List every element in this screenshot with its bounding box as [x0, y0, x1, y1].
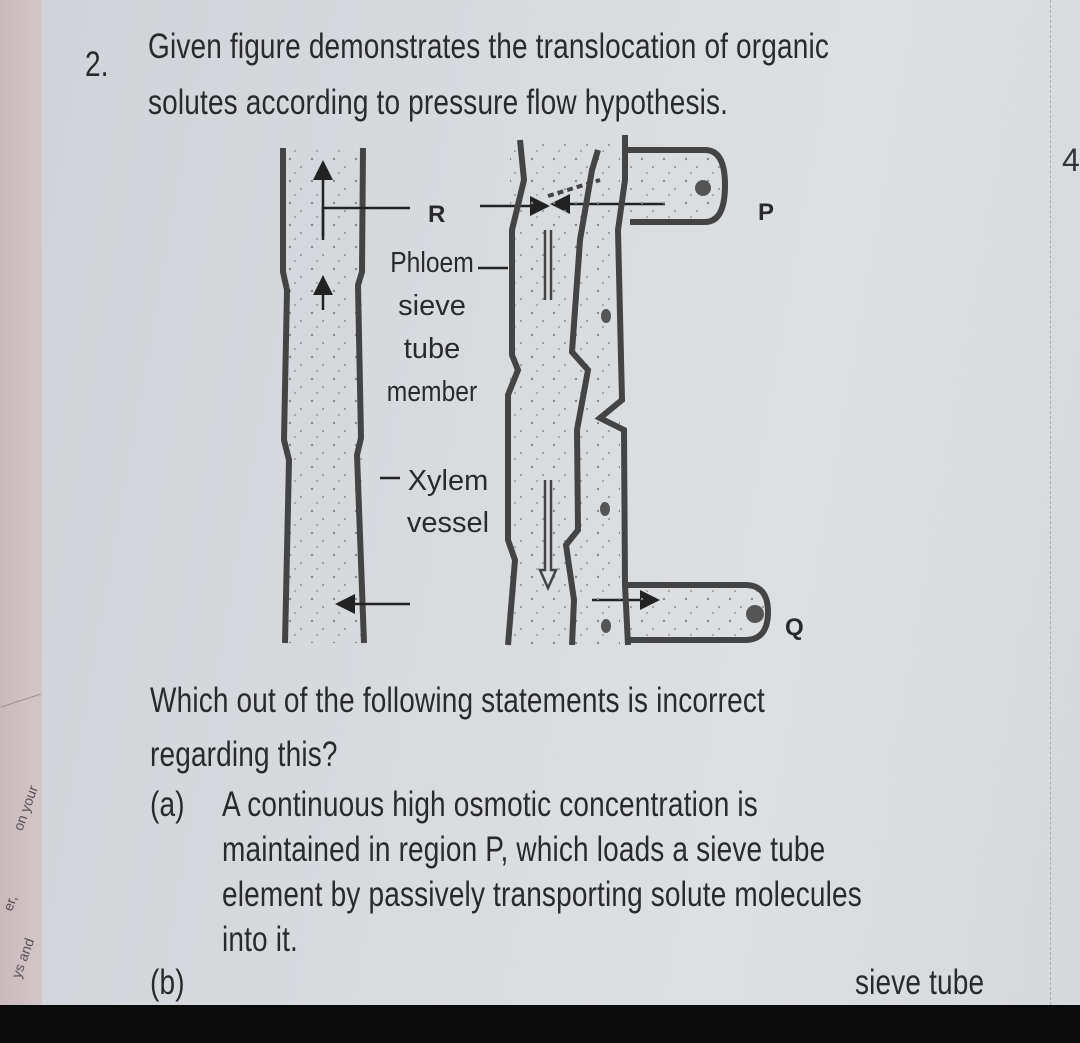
phloem-label: Phloem sieve tube member — [387, 246, 477, 407]
pressure-flow-figure: R P Q Phloem sieve tube member Xylem ves… — [280, 135, 804, 646]
xylem-label-line: vessel — [407, 507, 489, 539]
prompt-line: Which out of the following statements is… — [150, 681, 765, 720]
margin-divider — [1050, 0, 1051, 1005]
label-p: P — [758, 199, 774, 226]
sieve-flow-arrows — [538, 178, 601, 592]
question-number: 2. — [85, 45, 109, 84]
bottom-black-bar — [0, 1005, 1080, 1043]
prompt-line: regarding this? — [150, 735, 338, 774]
label-q: Q — [785, 614, 804, 641]
question-intro-line: solutes according to pressure flow hypot… — [148, 83, 729, 122]
option-a-line: into it. — [222, 920, 298, 959]
phloem-label-line: Phloem — [390, 246, 474, 278]
xylem-label: Xylem vessel — [407, 465, 489, 539]
option-a-line: A continuous high osmotic concentration … — [222, 785, 758, 824]
phloem-label-line: member — [387, 375, 477, 407]
option-b-line: sieve tube — [855, 963, 985, 1002]
question-intro-line: Given figure demonstrates the translocat… — [148, 27, 830, 66]
option-a-line: maintained in region P, which loads a si… — [222, 830, 826, 869]
label-r: R — [428, 201, 445, 228]
option-a-line: element by passively transporting solute… — [222, 875, 862, 914]
phloem-sieve-tube — [505, 135, 772, 646]
phloem-label-line: sieve — [398, 290, 466, 322]
option-b-label: (b) — [150, 963, 185, 1002]
xylem-label-line: Xylem — [408, 465, 489, 497]
phloem-label-line: tube — [404, 333, 460, 365]
page-number: 4 — [1062, 142, 1080, 178]
option-a-label: (a) — [150, 785, 185, 824]
nuclei — [600, 180, 764, 633]
adjacent-page-edge — [0, 0, 42, 1005]
